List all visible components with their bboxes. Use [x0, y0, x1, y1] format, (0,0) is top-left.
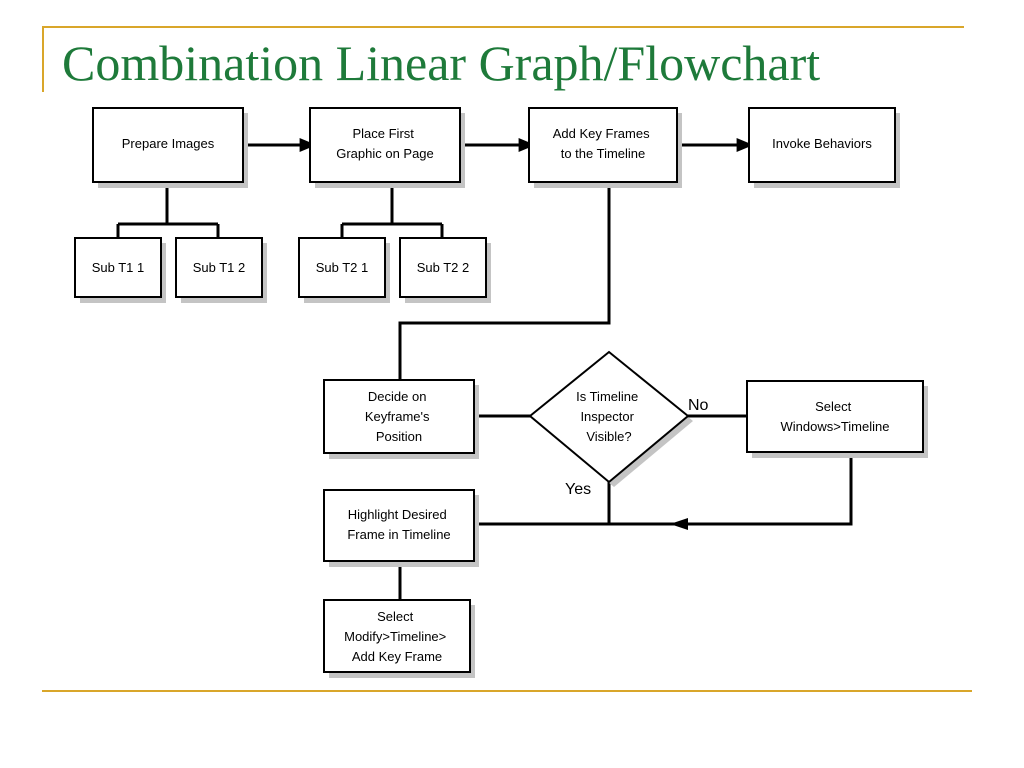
- slide-title: Combination Linear Graph/Flowchart: [62, 35, 821, 91]
- box-invoke-behaviors: Invoke Behaviors: [748, 107, 900, 188]
- edge-windows-return: [680, 452, 853, 526]
- box-select-modify-add-key-frame: Select Modify>Timeline> Add Key Frame: [323, 599, 475, 678]
- left-accent-rule: [42, 26, 44, 92]
- node-label-place-first-graphic: Place First Graphic on Page: [336, 126, 434, 161]
- box-sub-t2-1: Sub T2 1: [298, 237, 390, 303]
- node-label-select-modify-add-key-frame: Select Modify>Timeline> Add Key Frame: [344, 609, 450, 664]
- box-add-key-frames: Add Key Frames to the Timeline: [528, 107, 682, 188]
- box-prepare-images: Prepare Images: [92, 107, 248, 188]
- node-label-invoke-behaviors: Invoke Behaviors: [772, 136, 872, 151]
- box-decide-keyframe-position: Decide on Keyframe's Position: [323, 379, 479, 459]
- edge-addkey-to-decide: [398, 182, 611, 380]
- node-label-decide-keyframe-position: Decide on Keyframe's Position: [365, 389, 433, 444]
- node-label-add-key-frames: Add Key Frames to the Timeline: [553, 126, 653, 161]
- decision-timeline-visible: Is Timeline Inspector Visible?: [528, 350, 693, 487]
- node-label-sub-t2-1: Sub T2 1: [316, 260, 369, 275]
- bottom-accent-rule: [42, 690, 972, 692]
- top-accent-rule: [42, 26, 964, 28]
- box-highlight-desired-frame: Highlight Desired Frame in Timeline: [323, 489, 479, 567]
- node-label-sub-t1-2: Sub T1 2: [193, 260, 246, 275]
- box-sub-t2-2: Sub T2 2: [399, 237, 491, 303]
- node-label-highlight-desired-frame: Highlight Desired Frame in Timeline: [347, 507, 450, 542]
- box-select-windows-timeline: Select Windows>Timeline: [746, 380, 928, 458]
- node-label-select-windows-timeline: Select Windows>Timeline: [781, 399, 890, 434]
- edge-label-yes: Yes: [565, 481, 591, 498]
- node-label-sub-t2-2: Sub T2 2: [417, 260, 470, 275]
- connectors: [116, 138, 853, 600]
- merge-arrowhead: [670, 518, 688, 530]
- box-place-first-graphic: Place First Graphic on Page: [309, 107, 465, 188]
- box-sub-t1-1: Sub T1 1: [74, 237, 166, 303]
- node-label-sub-t1-1: Sub T1 1: [92, 260, 145, 275]
- node-label-timeline-visible: Is Timeline Inspector Visible?: [576, 389, 642, 444]
- node-label-prepare-images: Prepare Images: [122, 136, 215, 151]
- edge-label-no: No: [688, 397, 709, 414]
- box-sub-t1-2: Sub T1 2: [175, 237, 267, 303]
